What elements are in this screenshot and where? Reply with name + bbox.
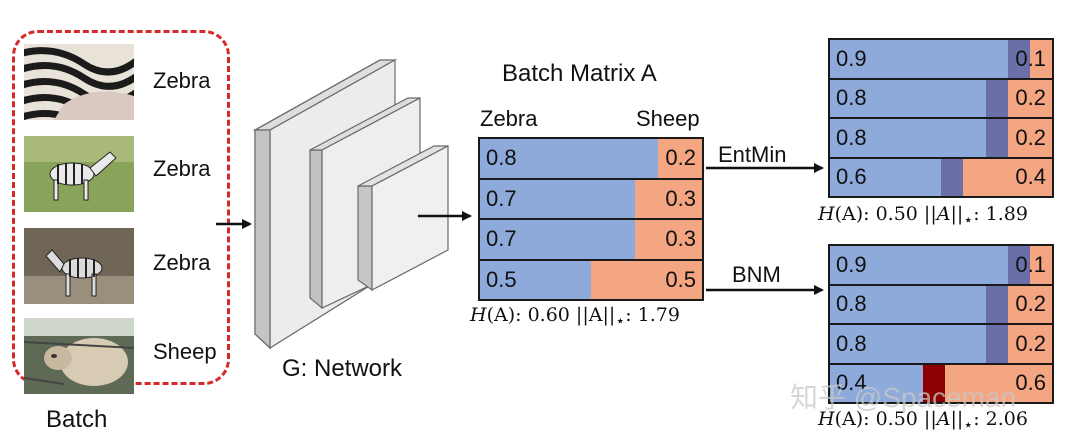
matrix-row: 0.9 0.1 xyxy=(828,38,1054,80)
sheep-value: 0.2 xyxy=(1015,291,1046,317)
matrix-title: Batch Matrix A xyxy=(502,60,657,87)
matrix-marker xyxy=(986,79,1008,117)
matrix-marker xyxy=(986,285,1008,323)
batch-item-label: Zebra xyxy=(153,156,211,181)
sheep-probability-bar xyxy=(1030,246,1052,284)
sheep-probability-bar xyxy=(658,139,702,178)
zebra-probability-bar xyxy=(830,79,986,117)
zebra-image-3 xyxy=(24,228,134,304)
zebra-value: 0.8 xyxy=(836,124,867,150)
zebra-probability-bar xyxy=(830,246,1008,284)
matrix-metric: H(A): 0.60 ||A||⋆: 1.79 xyxy=(470,304,680,330)
zebra-value: 0.7 xyxy=(486,226,517,252)
matrix-marker xyxy=(941,158,963,196)
column-header-sheep: Sheep xyxy=(636,106,700,131)
sheep-probability-bar xyxy=(1008,79,1052,117)
sheep-probability-bar xyxy=(591,260,702,299)
sheep-value: 0.4 xyxy=(1015,164,1046,190)
matrix-marker xyxy=(986,325,1008,363)
zebra-probability-bar xyxy=(830,158,941,196)
nuclear-norm-value: 1.79 xyxy=(637,304,680,326)
matrix-row: 0.5 0.5 xyxy=(478,258,704,301)
zebra-value: 0.8 xyxy=(836,291,867,317)
network-layer-3 xyxy=(357,145,449,292)
highlight-marker xyxy=(923,364,945,402)
sheep-value: 0.1 xyxy=(1015,45,1046,71)
zebra-value: 0.8 xyxy=(836,85,867,111)
nuclear-norm-value: 1.89 xyxy=(985,203,1028,225)
batch-matrix: 0.8 0.2 0.7 0.3 0.7 0.3 0.5 0.5 xyxy=(478,137,704,301)
zebra-value: 0.8 xyxy=(836,330,867,356)
sheep-probability-bar xyxy=(635,220,702,259)
entropy-value: 0.60 xyxy=(527,304,570,326)
sheep-value: 0.2 xyxy=(1015,85,1046,111)
sheep-value: 0.6 xyxy=(1015,370,1046,396)
sheep-probability-bar xyxy=(1008,325,1052,363)
entmin-label: EntMin xyxy=(718,142,787,167)
sheep-probability-bar xyxy=(945,364,1052,402)
zebra-probability-bar xyxy=(830,40,1008,78)
sheep-value: 0.2 xyxy=(1015,124,1046,150)
matrix-marker xyxy=(1008,40,1030,78)
batch-label: Batch xyxy=(46,406,108,433)
bnm-metric: H(A): 0.50 ||A||⋆: 2.06 xyxy=(818,408,1028,434)
sheep-value: 0.5 xyxy=(665,266,696,292)
matrix-row: 0.4 0.6 xyxy=(828,362,1054,404)
zebra-probability-bar xyxy=(830,325,986,363)
matrix-row: 0.9 0.1 xyxy=(828,244,1054,286)
sheep-probability-bar xyxy=(963,158,1052,196)
zebra-value: 0.7 xyxy=(486,185,517,211)
zebra-value: 0.6 xyxy=(836,164,867,190)
zebra-probability-bar xyxy=(480,139,658,178)
zebra-value: 0.9 xyxy=(836,251,867,277)
sheep-value: 0.3 xyxy=(665,185,696,211)
zebra-value: 0.8 xyxy=(486,145,517,171)
bnm-label: BNM xyxy=(732,262,781,287)
entropy-value: 0.50 xyxy=(875,408,918,430)
zebra-probability-bar xyxy=(480,179,635,218)
zebra-probability-bar xyxy=(830,285,986,323)
zebra-probability-bar xyxy=(830,119,986,157)
bnm-matrix: 0.9 0.1 0.8 0.2 0.8 0.2 0.4 0.6 xyxy=(828,244,1054,404)
sheep-probability-bar xyxy=(635,179,702,218)
sheep-probability-bar xyxy=(1008,285,1052,323)
matrix-row: 0.8 0.2 xyxy=(828,117,1054,159)
sheep-image xyxy=(24,318,134,394)
sheep-value: 0.1 xyxy=(1015,251,1046,277)
zebra-probability-bar xyxy=(830,364,923,402)
sheep-value: 0.2 xyxy=(1015,330,1046,356)
matrix-row: 0.8 0.2 xyxy=(828,77,1054,119)
network-label: G: Network xyxy=(282,355,403,382)
sheep-value: 0.3 xyxy=(665,226,696,252)
zebra-value: 0.4 xyxy=(836,370,867,396)
zebra-value: 0.9 xyxy=(836,45,867,71)
nuclear-norm-value: 2.06 xyxy=(985,408,1028,430)
batch-item-label: Zebra xyxy=(153,250,211,275)
column-header-zebra: Zebra xyxy=(480,106,538,131)
entropy-value: 0.50 xyxy=(875,203,918,225)
matrix-row: 0.8 0.2 xyxy=(478,137,704,180)
sheep-probability-bar xyxy=(1030,40,1052,78)
zebra-value: 0.5 xyxy=(486,266,517,292)
network-layer-1-face xyxy=(254,59,381,131)
zebra-image-1 xyxy=(24,44,134,120)
batch-item-label: Sheep xyxy=(153,339,217,364)
sheep-probability-bar xyxy=(1008,119,1052,157)
entmin-matrix: 0.9 0.1 0.8 0.2 0.8 0.2 0.6 0.4 xyxy=(828,38,1054,198)
matrix-row: 0.8 0.2 xyxy=(828,283,1054,325)
matrix-row: 0.8 0.2 xyxy=(828,323,1054,365)
zebra-probability-bar xyxy=(480,220,635,259)
matrix-row: 0.6 0.4 xyxy=(828,156,1054,198)
matrix-marker xyxy=(986,119,1008,157)
matrix-row: 0.7 0.3 xyxy=(478,177,704,220)
matrix-row: 0.7 0.3 xyxy=(478,218,704,261)
sheep-value: 0.2 xyxy=(665,145,696,171)
zebra-probability-bar xyxy=(480,260,591,299)
watermark: 知乎 @Spaceman xyxy=(790,382,1017,413)
zebra-image-2 xyxy=(24,136,134,212)
entmin-metric: H(A): 0.50 ||A||⋆: 1.89 xyxy=(818,203,1028,229)
matrix-marker xyxy=(1008,246,1030,284)
batch-item-label: Zebra xyxy=(153,68,211,93)
